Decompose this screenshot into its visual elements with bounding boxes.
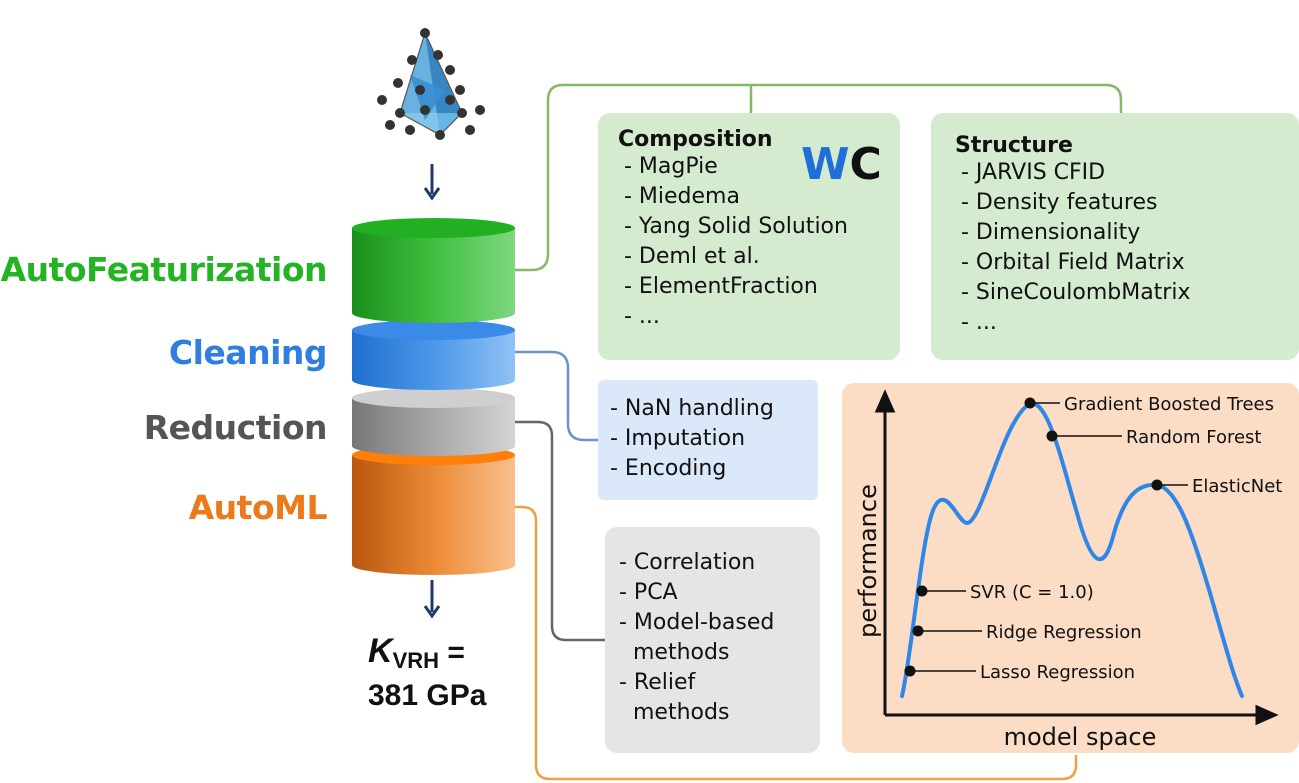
list-item: - ... (961, 310, 997, 335)
stage-label-reduction: Reduction (143, 408, 328, 447)
cleaning-connector (515, 350, 598, 442)
result-subscript: VRH (392, 648, 440, 673)
down-arrow-icon (423, 580, 441, 619)
composition-box: Composition - MagPie - Miedema - Yang So… (598, 113, 900, 360)
result-value: KVRH = 381 GPa (368, 632, 486, 713)
result-number: 381 GPa (368, 679, 487, 712)
automl-plot-box: model space performance Gradient Boosted… (842, 383, 1299, 753)
list-item: - Dimensionality (961, 220, 1141, 245)
list-item: - Miedema (624, 184, 740, 209)
list-item: - Orbital Field Matrix (961, 250, 1185, 275)
reduction-list: - Correlation - PCA - Model-based method… (619, 548, 820, 728)
list-item: - Correlation (619, 550, 756, 575)
cylinder-featurization (352, 218, 515, 323)
list-item: - Deml et al. (624, 244, 760, 269)
stage-label-cleaning: Cleaning (168, 333, 328, 372)
connector-lines (515, 83, 1123, 781)
marker-gradient-boosted-trees: Gradient Boosted Trees (1024, 394, 1274, 415)
reduction-connector (515, 420, 605, 642)
list-item: - MagPie (624, 154, 718, 179)
structure-list: - JARVIS CFID - Density features - Dimen… (955, 158, 1299, 338)
reduction-box: - Correlation - PCA - Model-based method… (605, 527, 820, 753)
x-axis-label: model space (1004, 723, 1157, 751)
result-symbol: K (368, 632, 393, 670)
svg-text:ElasticNet: ElasticNet (1192, 476, 1282, 497)
list-item: methods (619, 700, 730, 725)
stage-label-featurization: AutoFeaturization (0, 250, 328, 289)
list-item: - JARVIS CFID (961, 160, 1106, 185)
structure-box: Structure - JARVIS CFID - Density featur… (931, 113, 1299, 360)
list-item: - Imputation (610, 426, 746, 451)
cylinder-cleaning (352, 320, 515, 390)
cleaning-box: - NaN handling - Imputation - Encoding (598, 380, 818, 500)
svg-text:SVR (C = 1.0): SVR (C = 1.0) (970, 582, 1094, 603)
y-axis-label: performance (854, 484, 882, 638)
wc-logo: WC (801, 139, 882, 190)
list-item: - NaN handling (610, 396, 774, 421)
performance-curve (900, 401, 1244, 698)
cylinder-automl (352, 445, 515, 575)
automl-plot: model space performance Gradient Boosted… (854, 389, 1282, 751)
composition-title: Composition (618, 127, 773, 152)
result-equals: = (439, 636, 465, 669)
list-item: - ... (624, 304, 660, 329)
marker-lasso-regression: Lasso Regression (904, 662, 1135, 683)
list-item: - PCA (619, 580, 678, 605)
cylinder-reduction (352, 388, 515, 456)
marker-random-forest: Random Forest (1046, 427, 1261, 448)
crystal-structure-icon (377, 28, 485, 140)
svg-text:Lasso Regression: Lasso Regression (980, 662, 1135, 683)
stage-label-automl: AutoML (188, 488, 328, 527)
list-item: - Model-based (619, 610, 775, 635)
marker-elasticnet: ElasticNet (1151, 476, 1282, 497)
plot-axes (874, 389, 1279, 726)
model-markers: Gradient Boosted Trees Random Forest Ela… (904, 394, 1282, 683)
automl-connector (515, 505, 1078, 781)
list-item: - Density features (961, 190, 1158, 215)
marker-ridge-regression: Ridge Regression (912, 622, 1142, 643)
svg-text:Ridge Regression: Ridge Regression (986, 622, 1142, 643)
featurization-connector (515, 83, 1123, 272)
marker-svr: SVR (C = 1.0) (916, 582, 1094, 603)
list-item: - Yang Solid Solution (624, 214, 848, 239)
composition-list: - MagPie - Miedema - Yang Solid Solution… (618, 152, 900, 332)
structure-title: Structure (955, 133, 1073, 158)
list-item: - Encoding (610, 456, 727, 481)
list-item: - SineCoulombMatrix (961, 280, 1191, 305)
cleaning-list: - NaN handling - Imputation - Encoding (610, 394, 818, 484)
svg-text:Gradient Boosted Trees: Gradient Boosted Trees (1064, 394, 1274, 415)
list-item: - Relief (619, 670, 696, 695)
list-item: - ElementFraction (624, 274, 818, 299)
svg-text:Random Forest: Random Forest (1126, 427, 1261, 448)
down-arrow-icon (423, 164, 441, 201)
list-item: methods (619, 640, 730, 665)
